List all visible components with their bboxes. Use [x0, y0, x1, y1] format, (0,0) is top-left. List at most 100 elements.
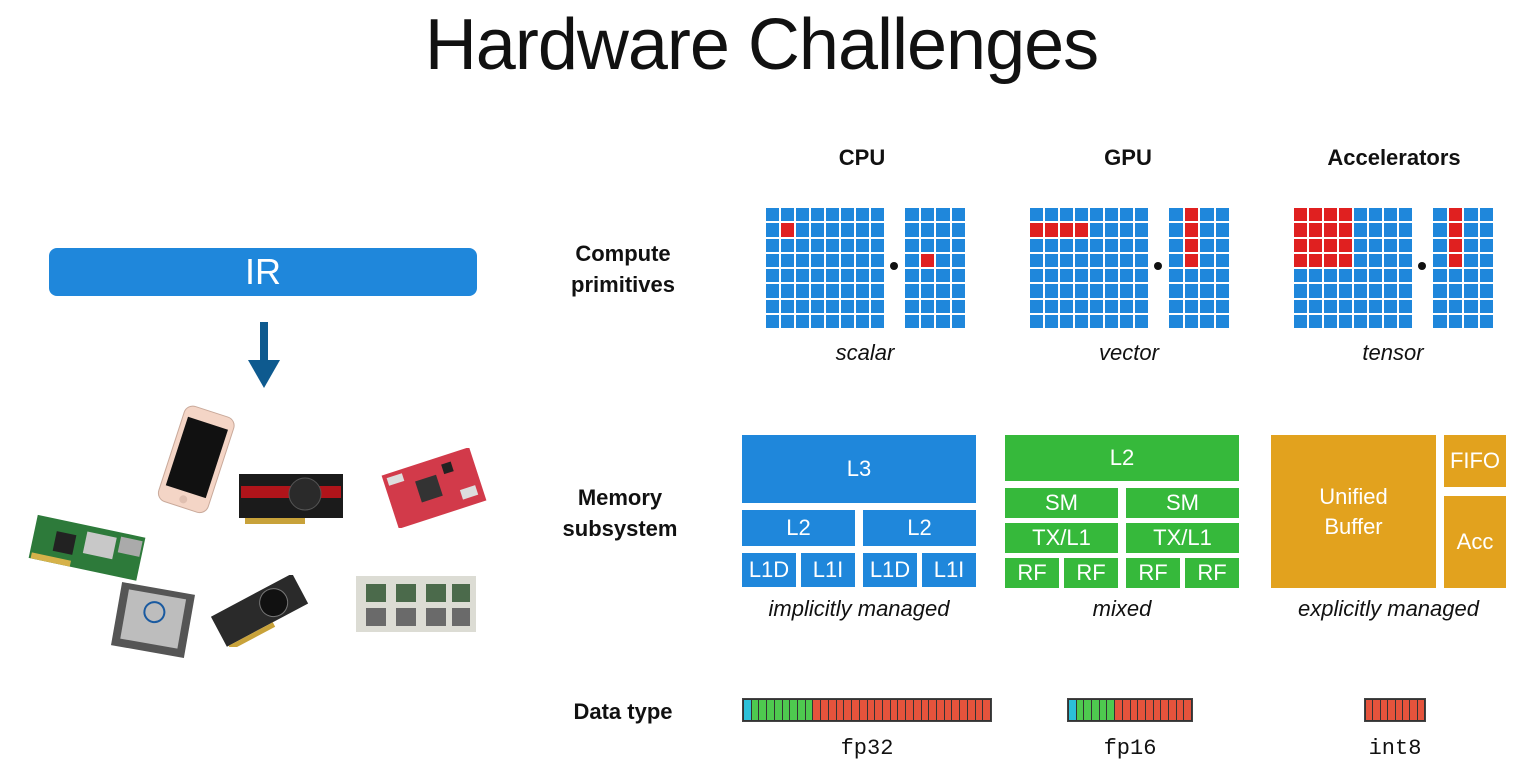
mantissa-bit	[1153, 700, 1161, 720]
matrix-cell	[1354, 299, 1367, 313]
mantissa-bit	[882, 700, 890, 720]
mantissa-bit	[960, 700, 967, 720]
matrix-cell	[1369, 238, 1382, 252]
matrix-cell	[951, 269, 965, 283]
matrix-cell	[811, 314, 824, 328]
matrix-cell	[1184, 238, 1198, 252]
matrix-cell	[1120, 299, 1133, 313]
matrix-cell	[1120, 314, 1133, 328]
matrix-cell	[1433, 253, 1447, 267]
matrix-cell	[841, 299, 854, 313]
column-header-gpu: GPU	[1104, 145, 1152, 170]
matrix-cell	[766, 208, 779, 222]
matrix-cell	[796, 238, 809, 252]
matrix-cell	[1433, 299, 1447, 313]
matrix-cell	[841, 223, 854, 237]
matrix-cell	[1384, 208, 1397, 222]
mantissa-bit	[1184, 700, 1191, 720]
matrix-cell	[781, 253, 794, 267]
matrix-cell	[1324, 238, 1337, 252]
matrix-cell	[1169, 238, 1183, 252]
matrix-cell	[796, 299, 809, 313]
mantissa-bit	[975, 700, 983, 720]
matrix-cell	[826, 299, 839, 313]
matrix-cell	[1464, 299, 1478, 313]
matrix-cell	[841, 208, 854, 222]
matrix-cell	[1075, 299, 1088, 313]
row-label-compute-line1: Compute	[575, 241, 671, 266]
matrix-cell	[766, 238, 779, 252]
matrix-cell	[766, 299, 779, 313]
matrix-cell	[811, 299, 824, 313]
cpu-l1i-cache: L1I	[801, 553, 855, 587]
matrix-cell	[766, 314, 779, 328]
matrix-cell	[1369, 284, 1382, 298]
matrix-cell	[1030, 223, 1043, 237]
caption-vector: vector	[1099, 340, 1159, 365]
matrix-cell	[1060, 208, 1073, 222]
matrix-cell	[1369, 269, 1382, 283]
matrix-cell	[1169, 299, 1183, 313]
matrix-cell	[811, 223, 824, 237]
gpu-tx-l1: TX/L1	[1005, 523, 1118, 553]
matrix-cell	[1030, 269, 1043, 283]
gpu-card-icon	[210, 575, 309, 647]
matrix-cell	[781, 223, 794, 237]
matrix-cell	[1399, 299, 1412, 313]
caption-implicitly-managed: implicitly managed	[768, 596, 950, 621]
matrix-cell	[1075, 238, 1088, 252]
matrix-cell	[1369, 208, 1382, 222]
exponent-bit	[1092, 700, 1099, 720]
matrix-cell	[1169, 284, 1183, 298]
matrix-cell	[1339, 238, 1352, 252]
matrix-cell	[905, 238, 919, 252]
row-label-memory-line1: Memory	[577, 485, 663, 510]
matrix-cell	[1090, 253, 1103, 267]
matrix-cell	[1060, 223, 1073, 237]
matrix-cell	[951, 284, 965, 298]
matrix-cell	[1433, 223, 1447, 237]
matrix-cell	[1324, 269, 1337, 283]
mantissa-bit	[852, 700, 859, 720]
mantissa-bit	[844, 700, 852, 720]
matrix-cell	[1120, 208, 1133, 222]
matrix-cell	[766, 284, 779, 298]
fp32-bit-layout	[742, 698, 992, 722]
matrix-cell	[1200, 238, 1214, 252]
matrix-cell	[1045, 223, 1058, 237]
matrix-cell	[766, 223, 779, 237]
gpu-l2-cache: L2	[1005, 435, 1239, 481]
matrix-cell	[1448, 238, 1462, 252]
matrix-cell	[905, 284, 919, 298]
matrix-cell	[1339, 223, 1352, 237]
matrix-cell	[1135, 253, 1148, 267]
matrix-cell	[1075, 223, 1088, 237]
mantissa-bit	[929, 700, 936, 720]
matrix-cell	[1075, 269, 1088, 283]
smartphone-icon	[157, 405, 235, 514]
matrix-cell	[781, 238, 794, 252]
exponent-bit	[805, 700, 813, 720]
matrix-cell	[1294, 299, 1307, 313]
fp16-bit-layout	[1067, 698, 1193, 722]
caption-explicitly-managed: explicitly managed	[1298, 596, 1479, 621]
matrix-cell	[1215, 223, 1229, 237]
matrix-cell	[1200, 208, 1214, 222]
matrix-cell	[856, 253, 869, 267]
mantissa-bit	[967, 700, 975, 720]
matrix-cell	[1309, 269, 1322, 283]
matrix-cell	[871, 269, 884, 283]
matrix-cell	[920, 253, 934, 267]
matrix-cell	[1479, 238, 1493, 252]
matrix-cell	[1479, 253, 1493, 267]
matrix-cell	[1384, 299, 1397, 313]
matrix-cell	[781, 314, 794, 328]
matrix-cell	[1200, 253, 1214, 267]
cpu-l2-cache: L2	[742, 510, 855, 546]
matrix-cell	[1479, 299, 1493, 313]
matrix-cell	[951, 208, 965, 222]
matrix-cell	[1294, 314, 1307, 328]
datatype-label-int8: int8	[1368, 736, 1422, 761]
matrix-cell	[1369, 223, 1382, 237]
matrix-cell	[1369, 299, 1382, 313]
